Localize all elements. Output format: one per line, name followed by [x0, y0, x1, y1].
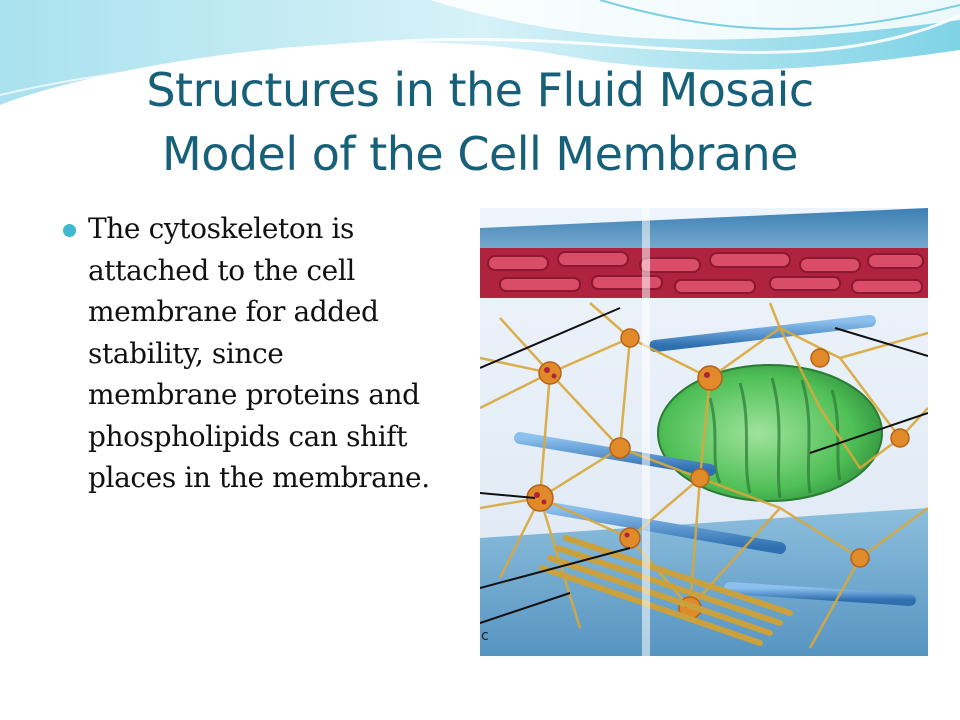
header-wave-decoration [0, 0, 960, 110]
bullet-dot-icon [63, 224, 76, 237]
bullet-item: The cytoskeleton is attached to the cell… [88, 208, 463, 499]
bullet-line: places in the membrane. [88, 461, 430, 494]
bullet-line: The cytoskeleton is [88, 212, 354, 245]
bullet-line: attached to the cell [88, 253, 355, 287]
bullet-line: phospholipids can shift [88, 419, 408, 453]
figure-label-fragment: c [481, 628, 489, 644]
bullet-list: The cytoskeleton is attached to the cell… [58, 208, 463, 499]
bullet-line: membrane proteins and [88, 378, 420, 411]
slide-title-line-1: Structures in the Fluid Mosaic [146, 63, 814, 117]
slide-title: Structures in the Fluid Mosaic Model of … [60, 58, 900, 186]
bullet-line: stability, since [88, 336, 284, 370]
slide-title-line-2: Model of the Cell Membrane [162, 127, 798, 181]
cytoskeleton-illustration: c [480, 208, 928, 656]
bullet-line: membrane for added [88, 295, 379, 328]
